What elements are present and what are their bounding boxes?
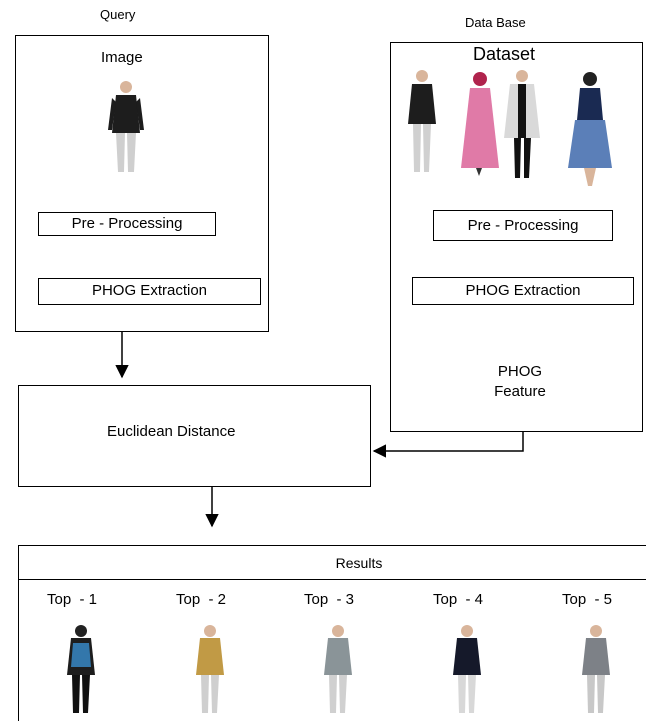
query-person-image bbox=[108, 81, 144, 172]
query-preprocessing-box: Pre - Processing bbox=[38, 212, 216, 236]
result-item-5: Top - 5 bbox=[562, 579, 642, 722]
result-person-image-2 bbox=[196, 625, 224, 713]
dataset-person-2 bbox=[461, 72, 499, 176]
phog-feature-line2: Feature bbox=[494, 383, 546, 400]
euclidean-distance-box: Euclidean Distance bbox=[18, 385, 371, 487]
database-heading: Data Base bbox=[465, 15, 526, 30]
result-person-image-3 bbox=[324, 625, 352, 713]
results-title: Results bbox=[19, 546, 646, 580]
results-title-label: Results bbox=[335, 555, 383, 571]
phog-feature-label: PHOG Feature bbox=[462, 362, 578, 402]
result-person-image-4 bbox=[453, 625, 481, 713]
result-item-1: Top - 1 bbox=[47, 579, 127, 722]
dataset-person-4 bbox=[568, 72, 612, 186]
results-row: Top - 1 Top - 2 Top - 3 Top - 4 Top - 5 bbox=[19, 579, 646, 722]
result-label-3: Top - 3 bbox=[304, 591, 355, 608]
result-person-image-5 bbox=[582, 625, 610, 713]
result-label-1: Top - 1 bbox=[47, 591, 98, 608]
result-item-4: Top - 4 bbox=[433, 579, 513, 722]
query-heading: Query bbox=[100, 7, 136, 22]
result-person-image-1 bbox=[67, 625, 95, 713]
result-label-2: Top - 2 bbox=[176, 591, 227, 608]
dataset-images bbox=[400, 68, 636, 188]
db-phog-label: PHOG Extraction bbox=[465, 282, 581, 299]
euclidean-distance-label: Euclidean Distance bbox=[107, 423, 236, 440]
phog-feature-line1: PHOG bbox=[497, 363, 543, 380]
query-phog-label: PHOG Extraction bbox=[91, 282, 208, 299]
result-label-4: Top - 4 bbox=[433, 591, 484, 608]
dataset-person-3 bbox=[504, 70, 540, 178]
query-phog-box: PHOG Extraction bbox=[38, 278, 261, 305]
query-image-label: Image bbox=[101, 49, 143, 66]
db-phog-box: PHOG Extraction bbox=[412, 277, 634, 305]
result-item-3: Top - 3 bbox=[304, 579, 384, 722]
dataset-label: Dataset bbox=[473, 44, 536, 64]
dataset-person-1 bbox=[408, 70, 436, 172]
db-preprocessing-label: Pre - Processing bbox=[467, 217, 579, 234]
arrow-feature-to-distance bbox=[372, 430, 524, 458]
db-preprocessing-box: Pre - Processing bbox=[433, 210, 613, 241]
result-item-2: Top - 2 bbox=[176, 579, 256, 722]
query-preprocessing-label: Pre - Processing bbox=[71, 215, 183, 232]
result-label-5: Top - 5 bbox=[562, 591, 613, 608]
